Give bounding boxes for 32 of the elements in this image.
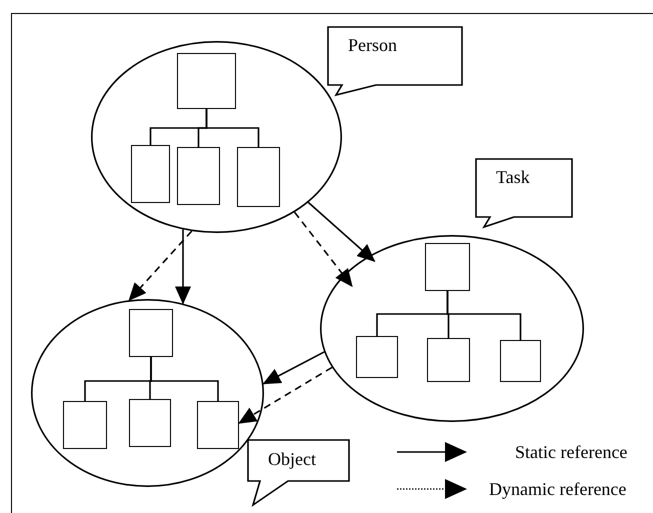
speech-bubble (476, 159, 572, 227)
class-box (63, 401, 107, 449)
callout-label: Task (496, 167, 530, 188)
class-box (425, 243, 470, 291)
class-box (356, 336, 398, 378)
group-ellipse (320, 235, 584, 422)
class-box (237, 147, 280, 207)
class-box (177, 53, 236, 109)
class-box (129, 309, 173, 357)
callout-label: Person (348, 35, 397, 56)
class-box (197, 401, 239, 449)
connector-line (150, 357, 219, 401)
arrow (262, 351, 325, 384)
class-box (427, 338, 470, 382)
speech-bubble (248, 440, 349, 505)
legend-label: Static reference (515, 442, 628, 462)
class-box (129, 399, 171, 447)
connector-line (446, 291, 522, 340)
arrow (294, 212, 353, 288)
speech-bubble (328, 27, 462, 95)
group-ellipse (31, 299, 264, 487)
arrow (128, 230, 192, 301)
arrow (308, 202, 376, 262)
class-box (131, 145, 170, 203)
legend-label: Dynamic reference (489, 478, 626, 500)
arrow (175, 230, 191, 304)
callout-label: Object (268, 449, 316, 470)
connector-line (206, 109, 260, 147)
group-ellipse (91, 41, 342, 233)
arrow (238, 366, 332, 424)
class-box (500, 340, 541, 382)
class-box (177, 147, 220, 205)
